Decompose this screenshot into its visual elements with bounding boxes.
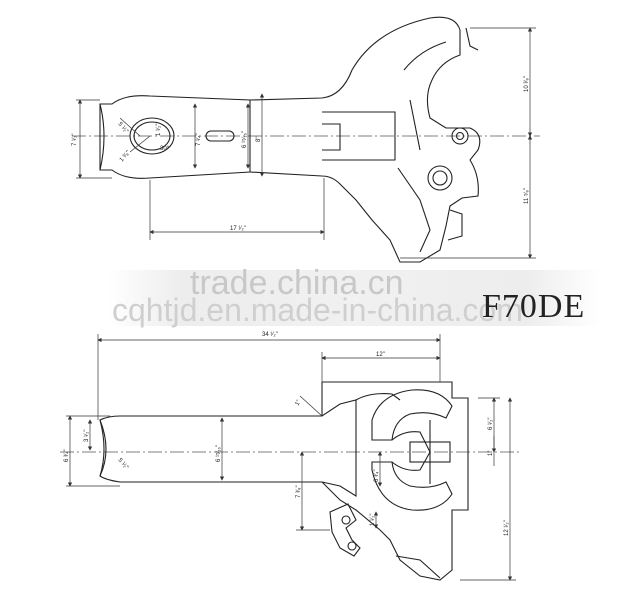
top-view-drawing bbox=[72, 16, 540, 263]
top-pin-hole bbox=[451, 127, 469, 145]
bottom-dim-overall-length: 34 ¹⁄₂" bbox=[262, 332, 278, 338]
bottom-dim-slope: 1" bbox=[295, 399, 303, 407]
bottom-dim-lower-c: 1 ¹⁄₂" bbox=[370, 514, 376, 526]
top-dim-radius-c: 1 ³⁄₈" bbox=[119, 150, 132, 164]
top-dim-angle: 30° bbox=[160, 146, 170, 152]
top-dim-shank-height: 7 ¹⁄₄" bbox=[196, 133, 202, 146]
top-dim-radius-b: 1 ¹⁄₂" bbox=[156, 124, 162, 136]
top-shank bbox=[249, 16, 481, 263]
top-eye-hole bbox=[129, 117, 175, 155]
bottom-head bbox=[321, 381, 469, 581]
top-lock-hole bbox=[427, 165, 453, 191]
bottom-view-dimensions bbox=[66, 334, 516, 581]
bottom-jaw-upper bbox=[371, 389, 453, 441]
top-dim-upper-right: 10 ³⁄₈" bbox=[524, 76, 530, 92]
top-slot bbox=[205, 130, 235, 142]
bottom-view-drawing bbox=[60, 381, 520, 581]
bottom-dim-left-inner: 3 ¹⁄₂" bbox=[84, 430, 90, 442]
bottom-dim-right-mid: 1" bbox=[488, 451, 494, 456]
top-dim-radius-a: 5 ¹⁄₂" bbox=[116, 121, 129, 134]
watermark-line-2: cqhtjd.en.made-in-china.com bbox=[112, 292, 523, 328]
top-dim-center-height: 6 ¹⁵⁄₁₆" bbox=[241, 131, 248, 148]
model-label: F70DE bbox=[482, 288, 586, 325]
bottom-dim-lower-a: 7 ³⁄₈" bbox=[296, 485, 302, 498]
top-dim-left-height: 7 ¹⁄₂" bbox=[72, 134, 78, 146]
bottom-dim-left-height: 6 ³⁄₄" bbox=[64, 449, 70, 462]
watermark-line-1: trade.china.cn bbox=[190, 264, 404, 302]
top-eye-end bbox=[99, 95, 251, 179]
top-dim-overall-length: 17 ¹⁄₂" bbox=[230, 226, 246, 232]
bottom-dim-lower-b: 6 ³⁄₄" bbox=[374, 469, 380, 482]
bottom-view-labels: 34 ¹⁄₂" 12" 6 ³⁄₄" 3 ¹⁄₂" 6 ¹⁵⁄₁₆" 6 ¹⁄₂… bbox=[64, 332, 510, 536]
watermark-band bbox=[108, 270, 600, 326]
top-dim-lower-right: 11 ⁵⁄₈" bbox=[523, 188, 530, 204]
bottom-dim-radius: 5 ¹⁄₂" bbox=[116, 457, 129, 470]
bottom-dim-right-total: 12 ¹⁄₂" bbox=[504, 520, 510, 536]
top-dim-center-height-b: 8" bbox=[256, 137, 262, 142]
top-view-labels: 17 ¹⁄₂" 7 ¹⁄₂" 7 ¹⁄₄" 6 ¹⁵⁄₁₆" 8" 10 ³⁄₈… bbox=[72, 76, 530, 232]
bottom-dim-head-width: 12" bbox=[376, 352, 385, 358]
bottom-jaw-lower bbox=[371, 461, 453, 511]
bottom-dim-right-upper: 6 ¹⁄₂" bbox=[488, 418, 494, 430]
top-view-dimensions bbox=[76, 27, 536, 259]
bottom-shank bbox=[99, 399, 357, 497]
bottom-dim-shank-height: 6 ¹⁵⁄₁₆" bbox=[215, 445, 222, 462]
